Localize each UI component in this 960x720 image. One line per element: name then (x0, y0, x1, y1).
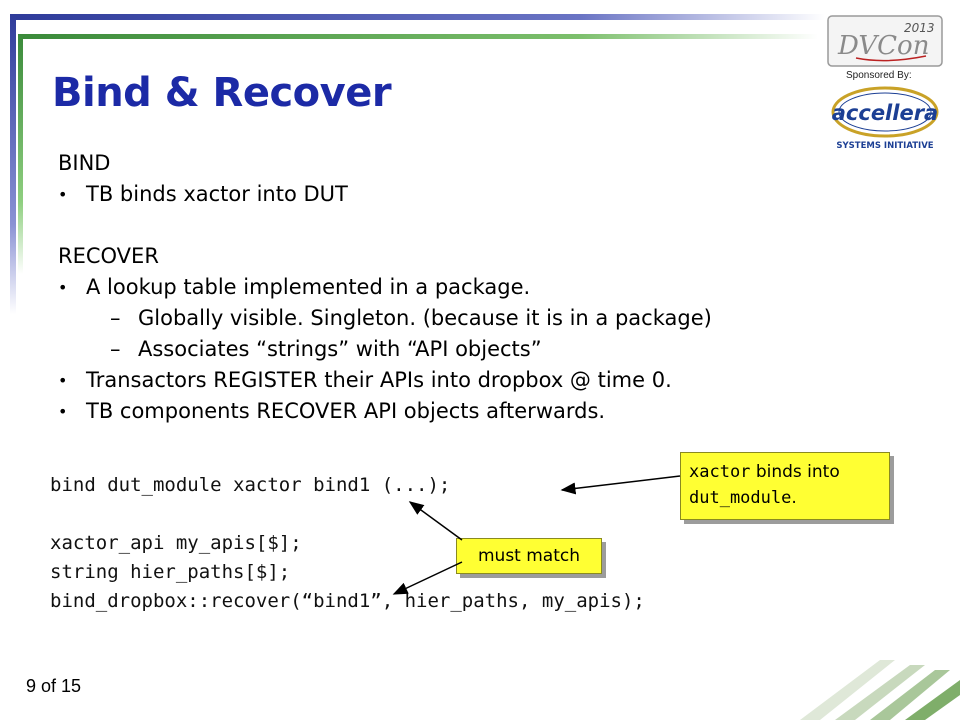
dvcon-logo: DVCon 2013 (827, 15, 943, 67)
bullet-icon: • (58, 371, 68, 390)
list-item: • TB components RECOVER API objects afte… (58, 396, 818, 427)
list-item: • Transactors REGISTER their APIs into d… (58, 365, 818, 396)
corner-stripes-decoration (800, 660, 960, 720)
code-line-xactor-api: xactor_api my_apis[$]; (50, 532, 302, 554)
page-number: 9 of 15 (26, 676, 82, 696)
callout-code-xactor: xactor (689, 462, 751, 482)
code-line-recover: bind_dropbox::recover(“bind1”, hier_path… (50, 590, 645, 612)
bullet-icon: • (58, 185, 68, 204)
recover-sub-1-text: Globally visible. Singleton. (because it… (138, 306, 712, 330)
arrow-to-bind-line (560, 475, 681, 495)
sub-list-item: – Globally visible. Singleton. (because … (58, 303, 818, 334)
arrow-to-bind1-name (408, 501, 463, 541)
dvcon-logo-year: 2013 (904, 21, 935, 35)
code-line-hier-paths: string hier_paths[$]; (50, 561, 291, 583)
callout-period: . (791, 488, 797, 508)
slide-body: BIND • TB binds xactor into DUT RECOVER … (58, 148, 818, 427)
recover-bullet-3-text: TB components RECOVER API objects afterw… (86, 399, 606, 423)
frame-left-green-line (18, 34, 23, 274)
bullet-icon: • (58, 402, 68, 421)
recover-bullet-2-text: Transactors REGISTER their APIs into dro… (86, 368, 672, 392)
dvcon-logo-text: DVCon (837, 31, 929, 61)
sponsored-by-label: Sponsored By: (846, 70, 912, 81)
code-line-bind: bind dut_module xactor bind1 (...); (50, 474, 451, 496)
frame-top-blue-line (10, 14, 825, 20)
sub-list-item: – Associates “strings” with “API objects… (58, 334, 818, 365)
list-item: • TB binds xactor into DUT (58, 179, 818, 210)
dash-icon: – (110, 306, 121, 330)
dash-icon: – (110, 337, 121, 361)
recover-sub-2-text: Associates “strings” with “API objects” (138, 337, 542, 361)
callout-binds-text: binds into (750, 462, 840, 482)
must-match-callout: must match (456, 538, 602, 574)
frame-left-blue-line (10, 14, 16, 314)
bullet-icon: • (58, 278, 68, 297)
recover-heading: RECOVER (58, 244, 159, 268)
arrow-to-recover-arg (392, 561, 463, 595)
binds-into-callout: xactor binds into dut_module. (680, 452, 890, 520)
bind-bullet-text: TB binds xactor into DUT (86, 182, 348, 206)
slide-title: Bind & Recover (52, 70, 392, 116)
callout-code-dut-module: dut_module (689, 488, 792, 508)
list-item: • A lookup table implemented in a packag… (58, 272, 818, 303)
recover-bullet-1-text: A lookup table implemented in a package. (86, 275, 531, 299)
must-match-text: must match (477, 546, 581, 566)
frame-top-green-line (18, 34, 818, 39)
accellera-tagline: SYSTEMS INITIATIVE (836, 141, 933, 151)
accellera-logo: accellera SYSTEMS INITIATIVE (831, 86, 939, 151)
bind-heading: BIND (58, 151, 111, 175)
accellera-logo-text: accellera (832, 101, 938, 125)
